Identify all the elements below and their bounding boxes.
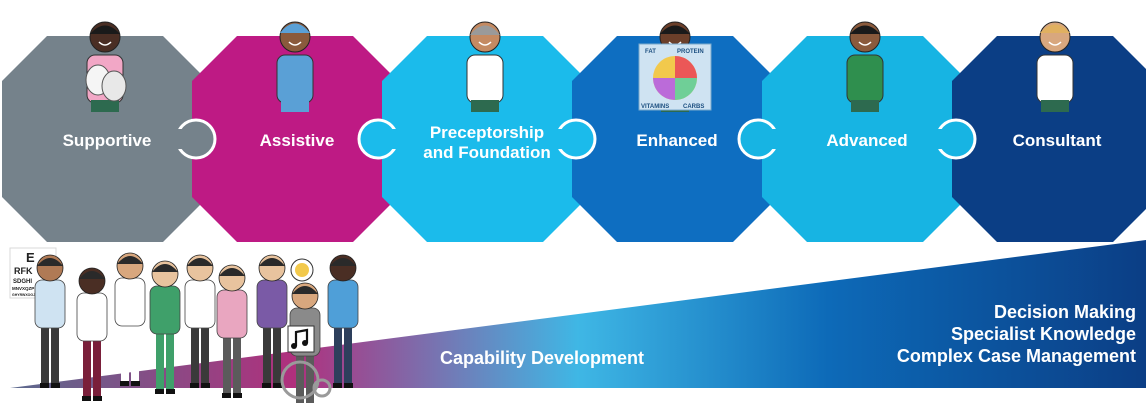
stage-octagon-6 <box>952 36 1146 242</box>
stage-label-4-line-1: Enhanced <box>636 131 717 150</box>
wedge-right-line-2: Specialist Knowledge <box>951 324 1136 344</box>
nurse-icon <box>466 21 504 112</box>
stage-label-3-line-2: and Foundation <box>423 143 550 162</box>
healthcare-workforce-group-icon <box>34 252 359 403</box>
consultant-icon <box>1036 21 1074 112</box>
worker-figure-7 <box>256 254 288 388</box>
worker-figure-2 <box>76 267 108 401</box>
stage-label-1-line-1: Supportive <box>63 131 152 150</box>
worker-figure-1 <box>34 254 66 388</box>
stage-octagon-5 <box>762 36 968 242</box>
worker-figure-5 <box>184 254 216 388</box>
stage-label-2-line-1: Assistive <box>260 131 335 150</box>
capability-development-label: Capability Development <box>440 348 644 368</box>
worker-figure-4 <box>149 260 181 394</box>
eye-chart-line-5: GHYRWXOGJ <box>12 293 35 297</box>
stage-octagon-1 <box>2 36 208 242</box>
nutrition-poster-icon: FAT PROTEIN VITAMINS CARBS <box>638 43 712 111</box>
stage-label-6-line-1: Consultant <box>1013 131 1102 150</box>
music-note-card-icon <box>287 325 315 353</box>
poster-label-1: FAT <box>645 49 656 55</box>
smiley-speech-bubble-icon <box>290 258 314 282</box>
eye-chart-line-3: SDGHI <box>13 279 32 285</box>
eye-chart-line-4: MNVXQZP <box>12 286 34 291</box>
worker-figure-6 <box>216 264 248 398</box>
wheelchair-icon <box>280 360 332 400</box>
wedge-right-line-1: Decision Making <box>994 302 1136 322</box>
poster-label-4: CARBS <box>683 104 704 110</box>
surgeon-icon <box>276 21 314 112</box>
paramedic-icon <box>846 21 884 112</box>
poster-label-2: PROTEIN <box>677 49 704 55</box>
drama-masks-icon <box>85 64 127 102</box>
poster-label-3: VITAMINS <box>641 104 669 110</box>
stage-octagon-3 <box>382 36 588 242</box>
wedge-right-line-3: Complex Case Management <box>897 346 1136 366</box>
worker-figure-9 <box>327 254 359 388</box>
stage-octagon-2 <box>192 36 398 242</box>
worker-figure-3 <box>114 252 146 386</box>
stage-octagon-4 <box>572 36 778 242</box>
stage-label-3-line-1: Preceptorship <box>430 123 544 142</box>
stage-octagons <box>2 36 1146 242</box>
eye-chart-line-1: E <box>26 250 35 265</box>
stage-figures: FAT PROTEIN VITAMINS CARBS <box>85 21 1074 112</box>
eye-chart-line-2: RFK <box>14 266 33 276</box>
stage-connectors <box>174 118 977 160</box>
stage-label-5-line-1: Advanced <box>826 131 907 150</box>
